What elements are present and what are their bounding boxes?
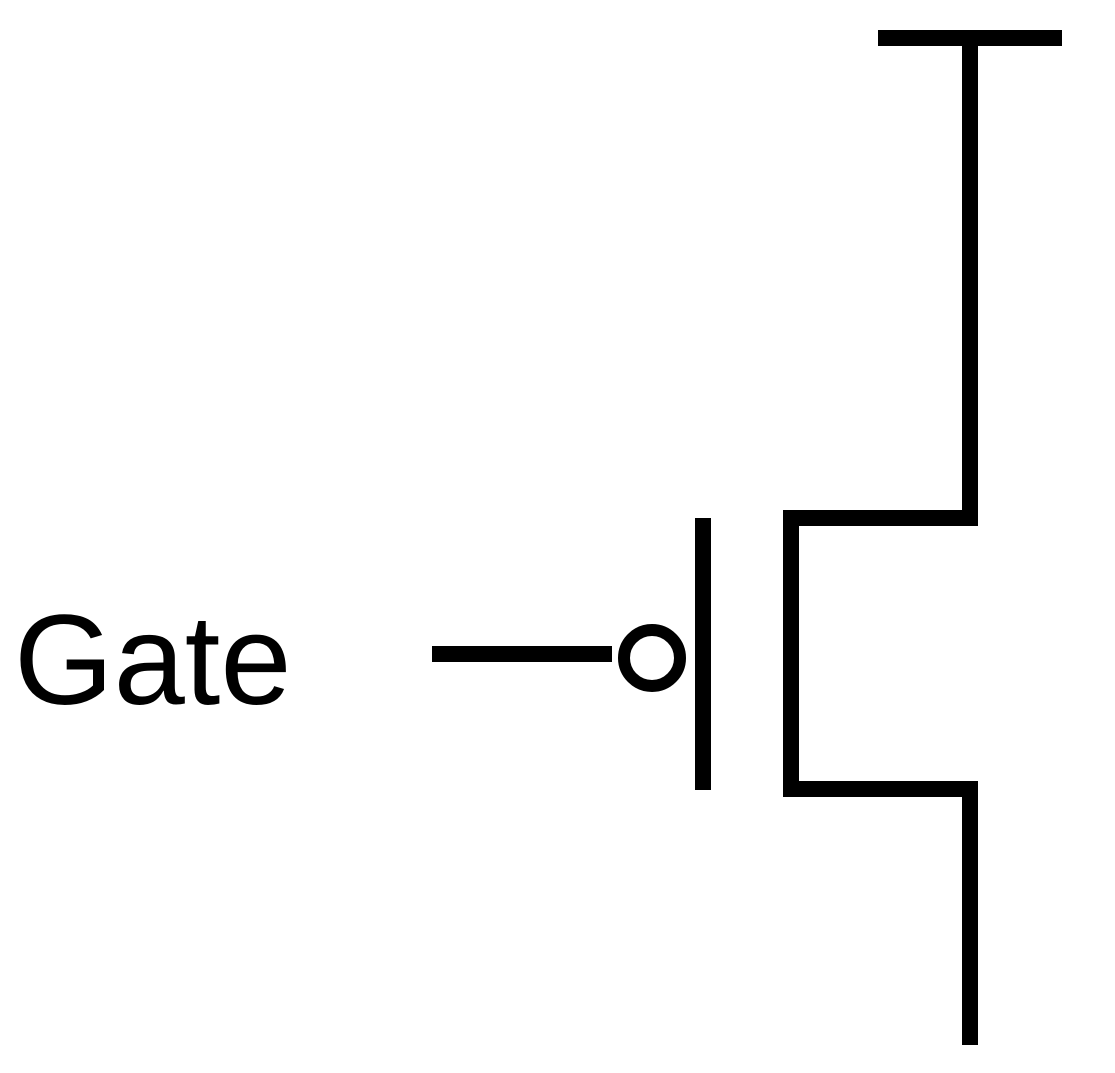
source-terminal [783, 38, 978, 526]
gate-label: Gate [14, 589, 292, 732]
inversion-bubble [618, 624, 686, 692]
drain-terminal [783, 781, 978, 1045]
